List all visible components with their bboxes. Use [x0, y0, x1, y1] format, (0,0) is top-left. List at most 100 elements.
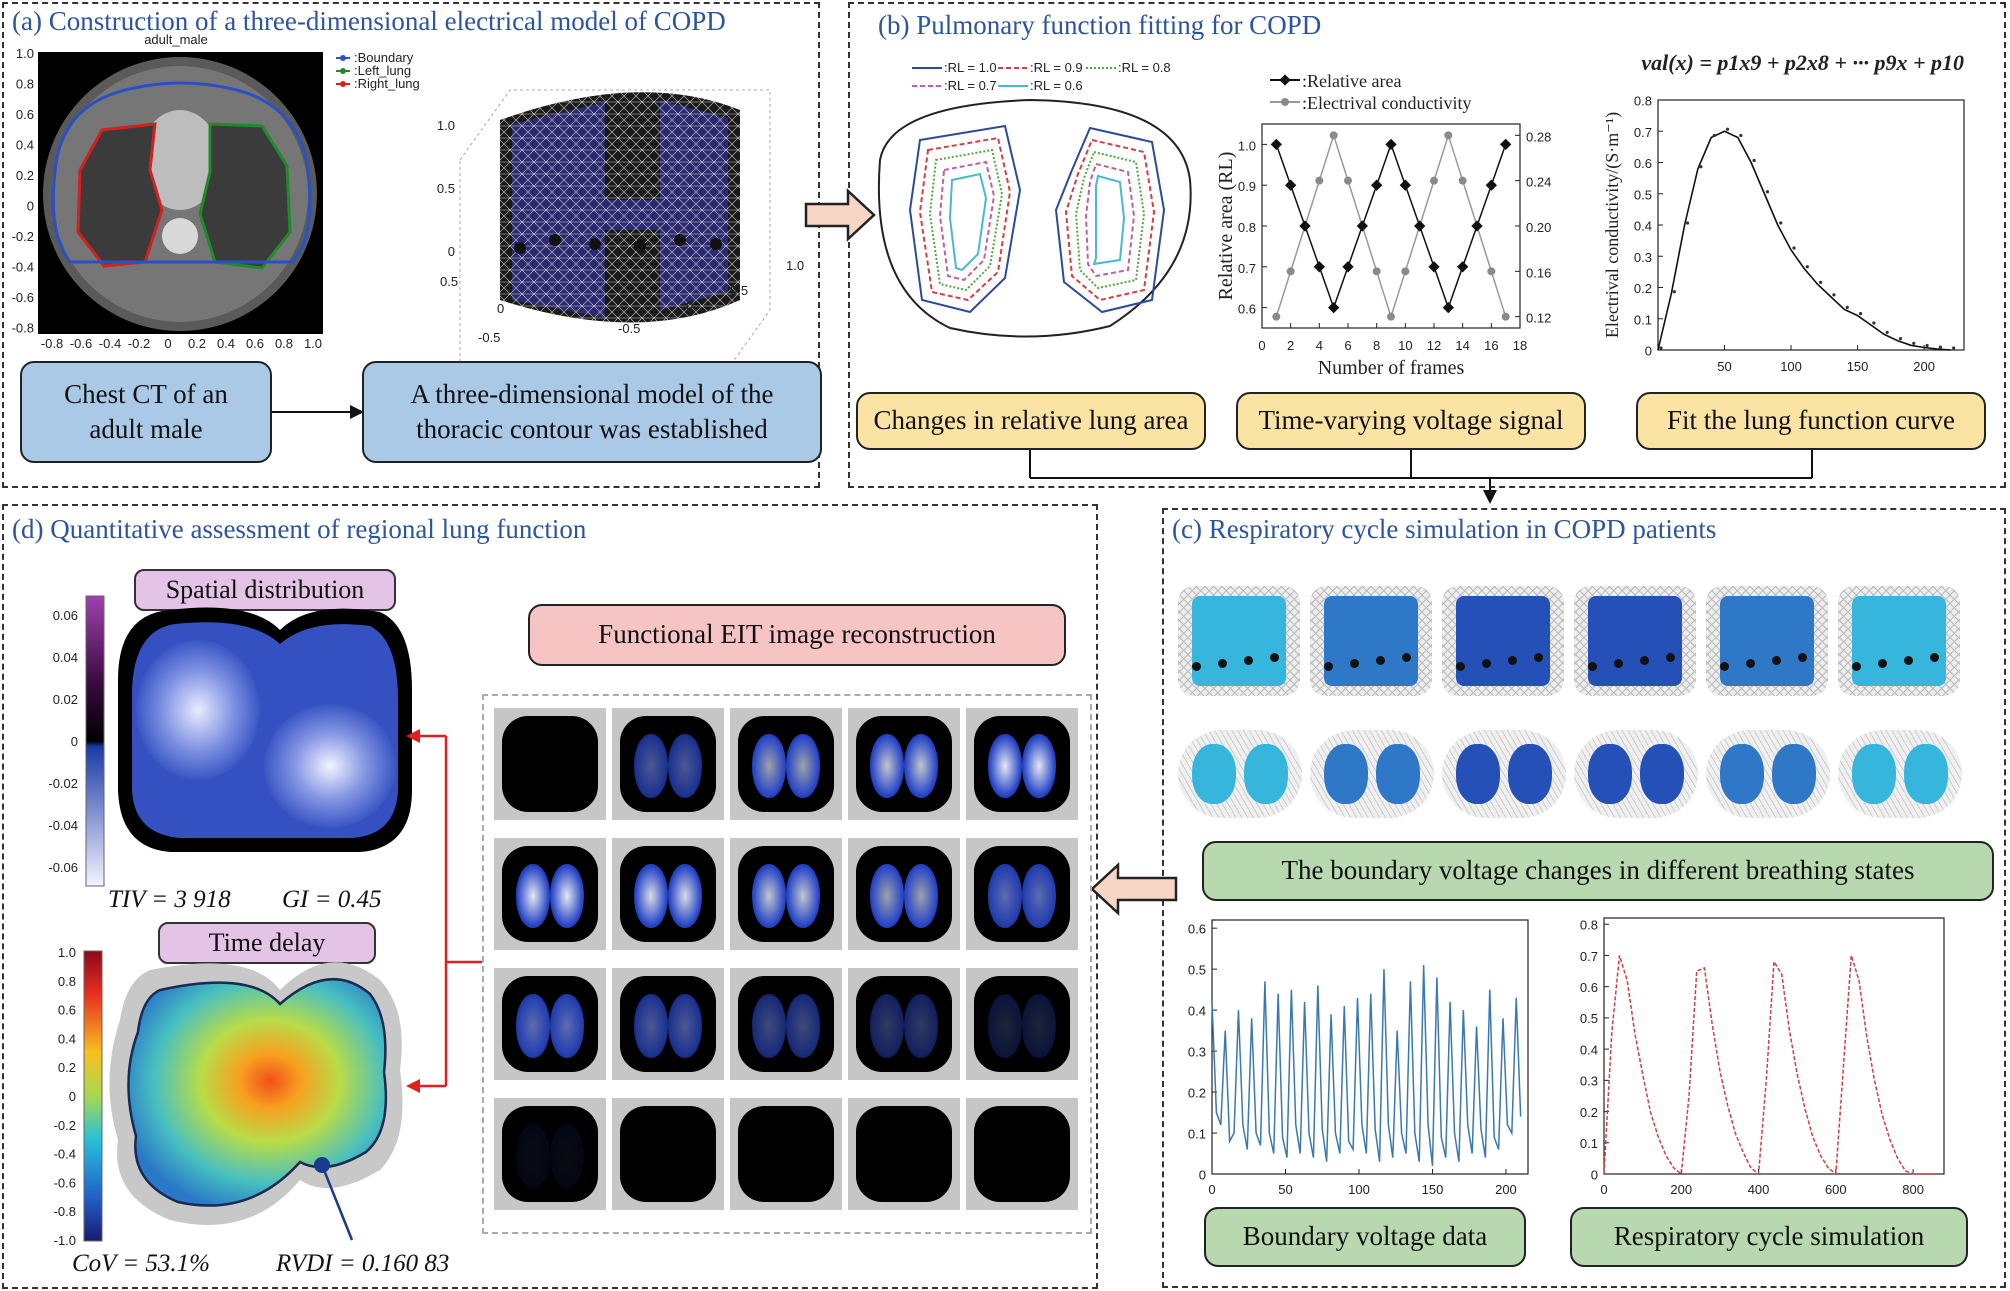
colorbar-delay-tick: -0.6 — [54, 1175, 76, 1190]
electrode-dot — [1534, 653, 1543, 662]
y-tick-label: 0.3 — [1188, 1044, 1206, 1059]
point-conductivity — [1501, 312, 1510, 321]
rl-legend-07: :RL = 0.7 — [944, 78, 997, 93]
electrode-dot — [1746, 659, 1755, 668]
eit-lung-lobe — [1022, 994, 1056, 1058]
eit-lung-lobe — [870, 734, 904, 798]
electrode-dot — [1402, 653, 1411, 662]
x-tick-label: 150 — [1422, 1182, 1444, 1197]
cov-value: CoV = 53.1% — [72, 1250, 210, 1277]
panel-c-title: (c) Respiratory cycle simulation in COPD… — [1172, 514, 1717, 544]
y-tick-label: 0.2 — [1634, 281, 1652, 296]
ct-x-tick: 1.0 — [304, 336, 322, 351]
y-tick-label: 0.6 — [1634, 156, 1652, 171]
electrode-dot — [1930, 653, 1939, 662]
ct-y-ticks: 1.00.80.60.40.20-0.2-0.4-0.6-0.8 — [12, 46, 34, 336]
x-tick-label: 100 — [1780, 359, 1802, 374]
colorbar-delay-tick: 0.2 — [58, 1060, 76, 1075]
electrode-dot — [1640, 656, 1649, 665]
y-tick-label: 0 — [1199, 1167, 1206, 1182]
slice-state-5 — [1706, 730, 1830, 818]
eit-thorax — [620, 716, 716, 812]
mesh-y-05: 0.5 — [730, 283, 748, 298]
eit-lung-lobe — [1022, 734, 1056, 798]
ct-x-tick: 0.6 — [246, 336, 264, 351]
mesh-z-1: 1.0 — [437, 118, 455, 133]
panel-d-title: (d) Quantitative assessment of regional … — [12, 514, 587, 544]
slice-state-1 — [1178, 730, 1302, 818]
eit-thorax — [856, 1106, 952, 1202]
y-tick-label: 0 — [1645, 344, 1652, 359]
x-tick-label: 10 — [1398, 338, 1412, 353]
mesh-y-neg05: -0.5 — [618, 321, 640, 336]
electrode-dot — [1666, 653, 1675, 662]
tag-spatial-distribution: Spatial distribution — [134, 569, 396, 611]
colorbar-delay-tick: 0.8 — [58, 974, 76, 989]
point-conductivity — [1272, 312, 1281, 321]
electrode-dot — [1192, 662, 1201, 671]
colorbar-delay-tick: -0.8 — [54, 1204, 76, 1219]
mesh-model: 1.0 0.5 0 0.5 0 -0.5 1.0 0.5 0 -0.5 — [437, 89, 804, 381]
tiv-value: TIV = 3 918 — [108, 886, 231, 913]
electrode-dot — [1852, 662, 1861, 671]
spatial-left-lung — [264, 704, 396, 828]
eit-frame — [848, 968, 960, 1080]
eit-frame — [494, 838, 606, 950]
rl-contours — [908, 124, 1166, 314]
electrode-dot — [1508, 656, 1517, 665]
box-voltage-signal: Time-varying voltage signal — [1236, 392, 1586, 450]
y-tick-label: 0.7 — [1238, 261, 1256, 276]
fit-sample-point — [1885, 330, 1889, 334]
electrode-dot — [1878, 659, 1887, 668]
x-tick-label: 50 — [1717, 359, 1731, 374]
fit-y-axis-label: Electrival conductivity/(S·m⁻¹) — [1602, 112, 1623, 338]
x-tick-label: 6 — [1344, 338, 1351, 353]
merge-arrow-b-to-c — [1029, 450, 1813, 504]
panel-b — [848, 2, 2006, 488]
y2-tick-label: 0.20 — [1526, 220, 1551, 235]
point-conductivity — [1444, 131, 1453, 140]
x-tick-label: 600 — [1825, 1182, 1847, 1197]
eit-frame — [966, 838, 1078, 950]
eit-frame — [612, 1098, 724, 1210]
ct-y-tick: 0 — [27, 199, 34, 214]
point-conductivity — [1387, 312, 1395, 321]
ct-heart — [140, 110, 220, 210]
eit-thorax — [502, 846, 598, 942]
ct-y-tick: 0.6 — [16, 107, 34, 122]
colorbar-delay-tick: -0.4 — [54, 1147, 76, 1162]
eit-lung-lobe — [752, 994, 786, 1058]
colorbar-delay-tick: -1.0 — [54, 1233, 76, 1248]
mesh-state-1 — [1178, 586, 1300, 696]
eit-lung-lobe — [904, 734, 938, 798]
slice-lung — [1588, 744, 1632, 804]
x-tick-label: 4 — [1316, 338, 1323, 353]
fit-sample-point — [1819, 280, 1823, 284]
y-tick-label: 0.8 — [1634, 94, 1652, 109]
ct-x-tick: 0.4 — [217, 336, 235, 351]
arrow-c-to-d — [1090, 862, 1178, 916]
colorbar-spatial-tick: 0.02 — [53, 692, 78, 707]
x-tick-label: 200 — [1495, 1182, 1517, 1197]
fit-sample-point — [1925, 343, 1929, 348]
box-boundary-voltage-data: Boundary voltage data — [1204, 1207, 1526, 1267]
point-area — [1428, 261, 1440, 273]
eit-thorax — [856, 846, 952, 942]
rl-legend-08: :RL = 0.8 — [1118, 60, 1171, 75]
slice-lung — [1720, 744, 1764, 804]
eit-frame — [494, 1098, 606, 1210]
eit-lung-lobe — [634, 734, 668, 798]
point-conductivity — [1286, 267, 1295, 276]
legend-left-lung: :Left_lung — [354, 63, 411, 78]
point-conductivity — [1315, 176, 1324, 185]
eit-thorax — [738, 1106, 834, 1202]
eit-lung-lobe — [1022, 1124, 1056, 1188]
ct-x-tick: -0.4 — [99, 336, 121, 351]
x-tick-label: 0 — [1600, 1182, 1607, 1197]
eit-lung-lobe — [870, 994, 904, 1058]
y-tick-label: 0.5 — [1580, 1011, 1598, 1026]
y-tick-label: 0.2 — [1188, 1085, 1206, 1100]
